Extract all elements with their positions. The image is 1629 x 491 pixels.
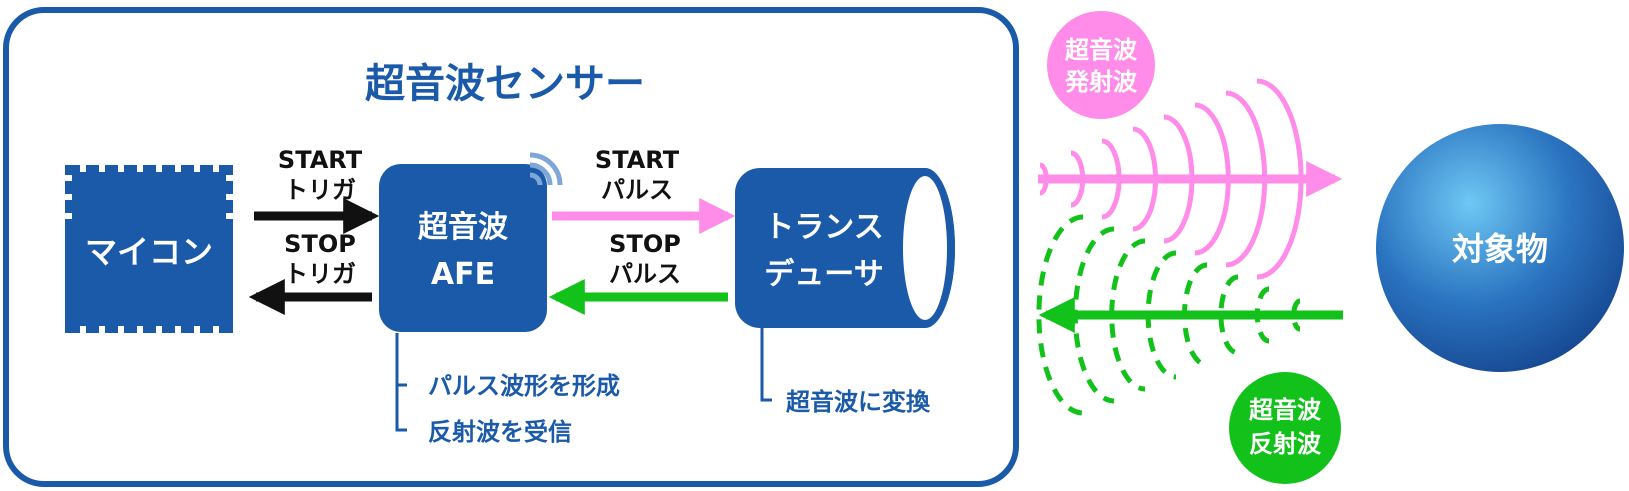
start-trigger-line2: トリガ xyxy=(284,176,356,204)
wave-arc xyxy=(1039,162,1049,196)
reflected-wave-line2: 反射波 xyxy=(1249,430,1322,458)
wave-arc xyxy=(1070,150,1086,208)
emitted-wave-line2: 発射波 xyxy=(1064,68,1138,96)
afe-note2: 反射波を受信 xyxy=(428,418,572,446)
start-trigger-line1: START xyxy=(278,146,363,174)
emitted-wave-badge xyxy=(1047,11,1155,119)
target-label: 対象物 xyxy=(1452,230,1548,268)
afe-note-bracket xyxy=(395,333,407,432)
stop-trigger-line1: STOP xyxy=(284,230,356,258)
wave-arc xyxy=(1101,138,1122,220)
reflected-wave xyxy=(1036,214,1343,416)
wave-arc xyxy=(1218,274,1239,356)
afe-line1: 超音波 xyxy=(418,210,509,245)
transducer-cylinder: トランス デューサ xyxy=(735,168,955,328)
stop-pulse-line1: STOP xyxy=(609,230,681,258)
wave-arc xyxy=(1182,262,1208,368)
afe-line2: AFE xyxy=(431,257,495,292)
wave-arc xyxy=(1194,102,1231,256)
stop-pulse-line2: パルス xyxy=(609,260,681,288)
afe-block: 超音波 AFE xyxy=(379,152,563,332)
transducer-note-bracket xyxy=(760,328,772,402)
afe-note1: パルス波形を形成 xyxy=(428,372,620,400)
sensor-title: 超音波センサー xyxy=(365,61,645,107)
mcu-label: マイコン xyxy=(85,233,213,271)
mcu-chip: マイコン xyxy=(65,80,233,333)
wave-arc xyxy=(1109,238,1146,392)
transducer-note1: 超音波に変換 xyxy=(786,388,931,416)
signal-icon xyxy=(529,152,563,186)
transducer-line2: デューサ xyxy=(764,257,883,292)
emitted-wave xyxy=(1038,78,1343,280)
wave-arc xyxy=(1072,226,1115,404)
wave-arc xyxy=(1256,78,1304,280)
wave-arc xyxy=(1163,114,1195,244)
wave-arc xyxy=(1145,250,1177,380)
start-pulse-line2: パルス xyxy=(601,176,673,204)
reflected-wave-line1: 超音波 xyxy=(1249,396,1322,424)
stop-trigger-line2: トリガ xyxy=(284,260,356,288)
target-sphere xyxy=(1376,124,1624,372)
wave-arc xyxy=(1132,126,1158,232)
emitted-wave-line1: 超音波 xyxy=(1065,36,1138,64)
transducer-line1: トランス xyxy=(764,210,883,245)
wave-arc xyxy=(1291,298,1301,332)
start-pulse-line1: START xyxy=(595,146,680,174)
wave-arc xyxy=(1225,90,1268,268)
reflected-wave-badge xyxy=(1229,372,1341,484)
wave-arc xyxy=(1254,286,1270,344)
